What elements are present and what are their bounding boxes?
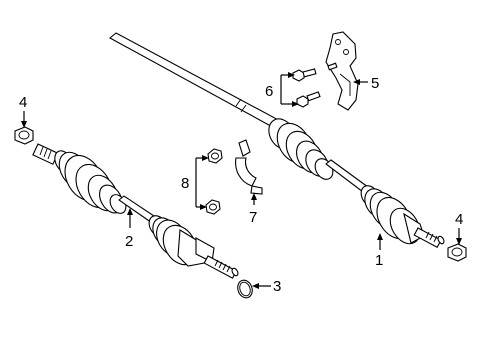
callout-8: 8 xyxy=(181,175,189,192)
callout-3: 3 xyxy=(273,278,281,295)
bolt-upper xyxy=(292,68,317,82)
callout-2: 2 xyxy=(125,233,133,250)
inner-boot xyxy=(268,118,334,180)
callout-4-left: 4 xyxy=(19,94,27,111)
hub-nut-right xyxy=(447,243,467,262)
snap-ring xyxy=(237,279,253,299)
inner-boot-left xyxy=(54,150,127,214)
strap-clamp xyxy=(235,139,263,195)
outer-boot-left xyxy=(148,215,239,279)
hub-nut-left xyxy=(14,126,34,145)
right-axle-shaft xyxy=(109,32,445,249)
callout-7: 7 xyxy=(249,209,257,226)
bolt-lower xyxy=(296,91,321,108)
callout-5: 5 xyxy=(371,75,379,92)
callout-4-right: 4 xyxy=(455,211,463,228)
shield-stud xyxy=(327,62,338,71)
bushing-upper xyxy=(207,148,223,164)
bushing-lower xyxy=(205,199,221,215)
outer-boot xyxy=(360,185,445,249)
heat-shield xyxy=(325,31,359,111)
left-axle-shaft xyxy=(32,143,239,279)
leader-lines xyxy=(21,72,462,289)
shaft-bar xyxy=(109,32,285,131)
callout-1: 1 xyxy=(375,252,383,269)
callout-6: 6 xyxy=(265,83,273,100)
